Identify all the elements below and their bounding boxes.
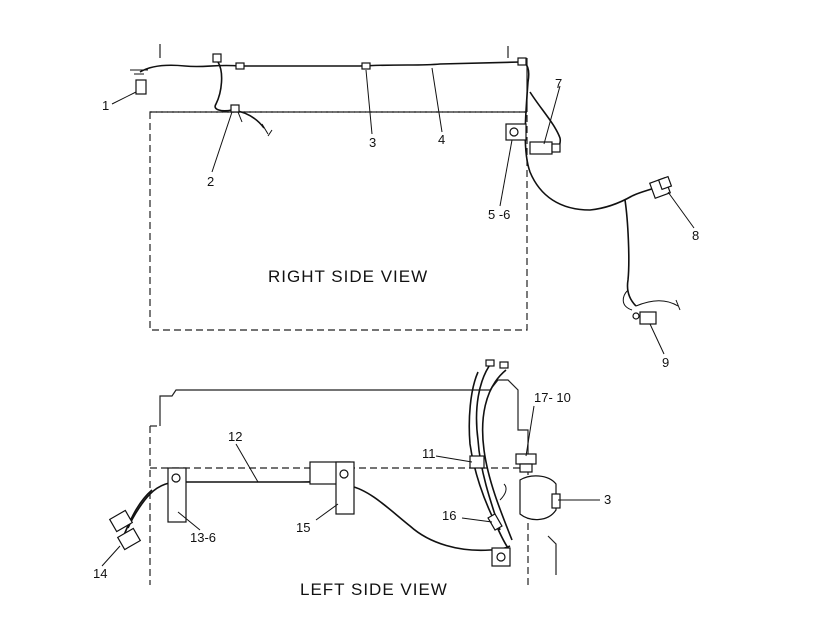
- wire-end-a: [485, 359, 495, 367]
- callout-9: 9: [662, 355, 669, 370]
- right-side-view: RIGHT SIDE VIEW 1 2 3 4 5 -6 7 8 9: [102, 44, 699, 370]
- bracket-5-6: [505, 123, 527, 141]
- switch-17-10: [515, 453, 537, 473]
- left-main-harness: [121, 361, 513, 552]
- callout-16: 16: [442, 508, 456, 523]
- connector-14: [108, 509, 142, 551]
- clip-3a: [235, 62, 245, 70]
- connector-top: [212, 53, 222, 63]
- right-parts: [130, 53, 681, 325]
- callout-13-6: 13-6: [190, 530, 216, 545]
- wire-end-b: [499, 361, 509, 369]
- connector-8: [648, 175, 673, 200]
- callout-17-10: 17- 10: [534, 390, 571, 405]
- left-side-view: LEFT SIDE VIEW 12 11 17- 10 3 16 15 13-6…: [93, 359, 611, 599]
- callout-1: 1: [102, 98, 109, 113]
- connector-7: [529, 141, 561, 155]
- connector-9: [632, 311, 657, 325]
- clip-11: [469, 455, 485, 469]
- callout-5-6: 5 -6: [488, 207, 510, 222]
- callout-12: 12: [228, 429, 242, 444]
- clip-2: [230, 104, 240, 113]
- left-side-view-title: LEFT SIDE VIEW: [300, 580, 448, 599]
- callout-15: 15: [296, 520, 310, 535]
- sensor-16: [487, 513, 503, 531]
- wire-end-2: [261, 123, 273, 137]
- junction-block-15: [309, 461, 355, 515]
- callout-14: 14: [93, 566, 107, 581]
- right-leaders: [111, 67, 695, 355]
- sensor-1: [130, 69, 148, 95]
- callout-2: 2: [207, 174, 214, 189]
- bracket-bottom: [491, 547, 511, 567]
- callout-3-right: 3: [369, 135, 376, 150]
- right-side-view-title: RIGHT SIDE VIEW: [268, 267, 428, 286]
- callout-11: 11: [422, 446, 436, 461]
- left-leaders: [101, 405, 600, 567]
- callout-3-left: 3: [604, 492, 611, 507]
- wire-end-9: [675, 299, 681, 311]
- callout-4: 4: [438, 132, 445, 147]
- unit-3-left: [519, 475, 561, 521]
- callout-7: 7: [555, 76, 562, 91]
- callout-8: 8: [692, 228, 699, 243]
- clip-3c: [517, 57, 527, 66]
- clip-3b: [361, 62, 371, 70]
- left-parts: [108, 359, 561, 567]
- bracket-13-6: [167, 467, 187, 523]
